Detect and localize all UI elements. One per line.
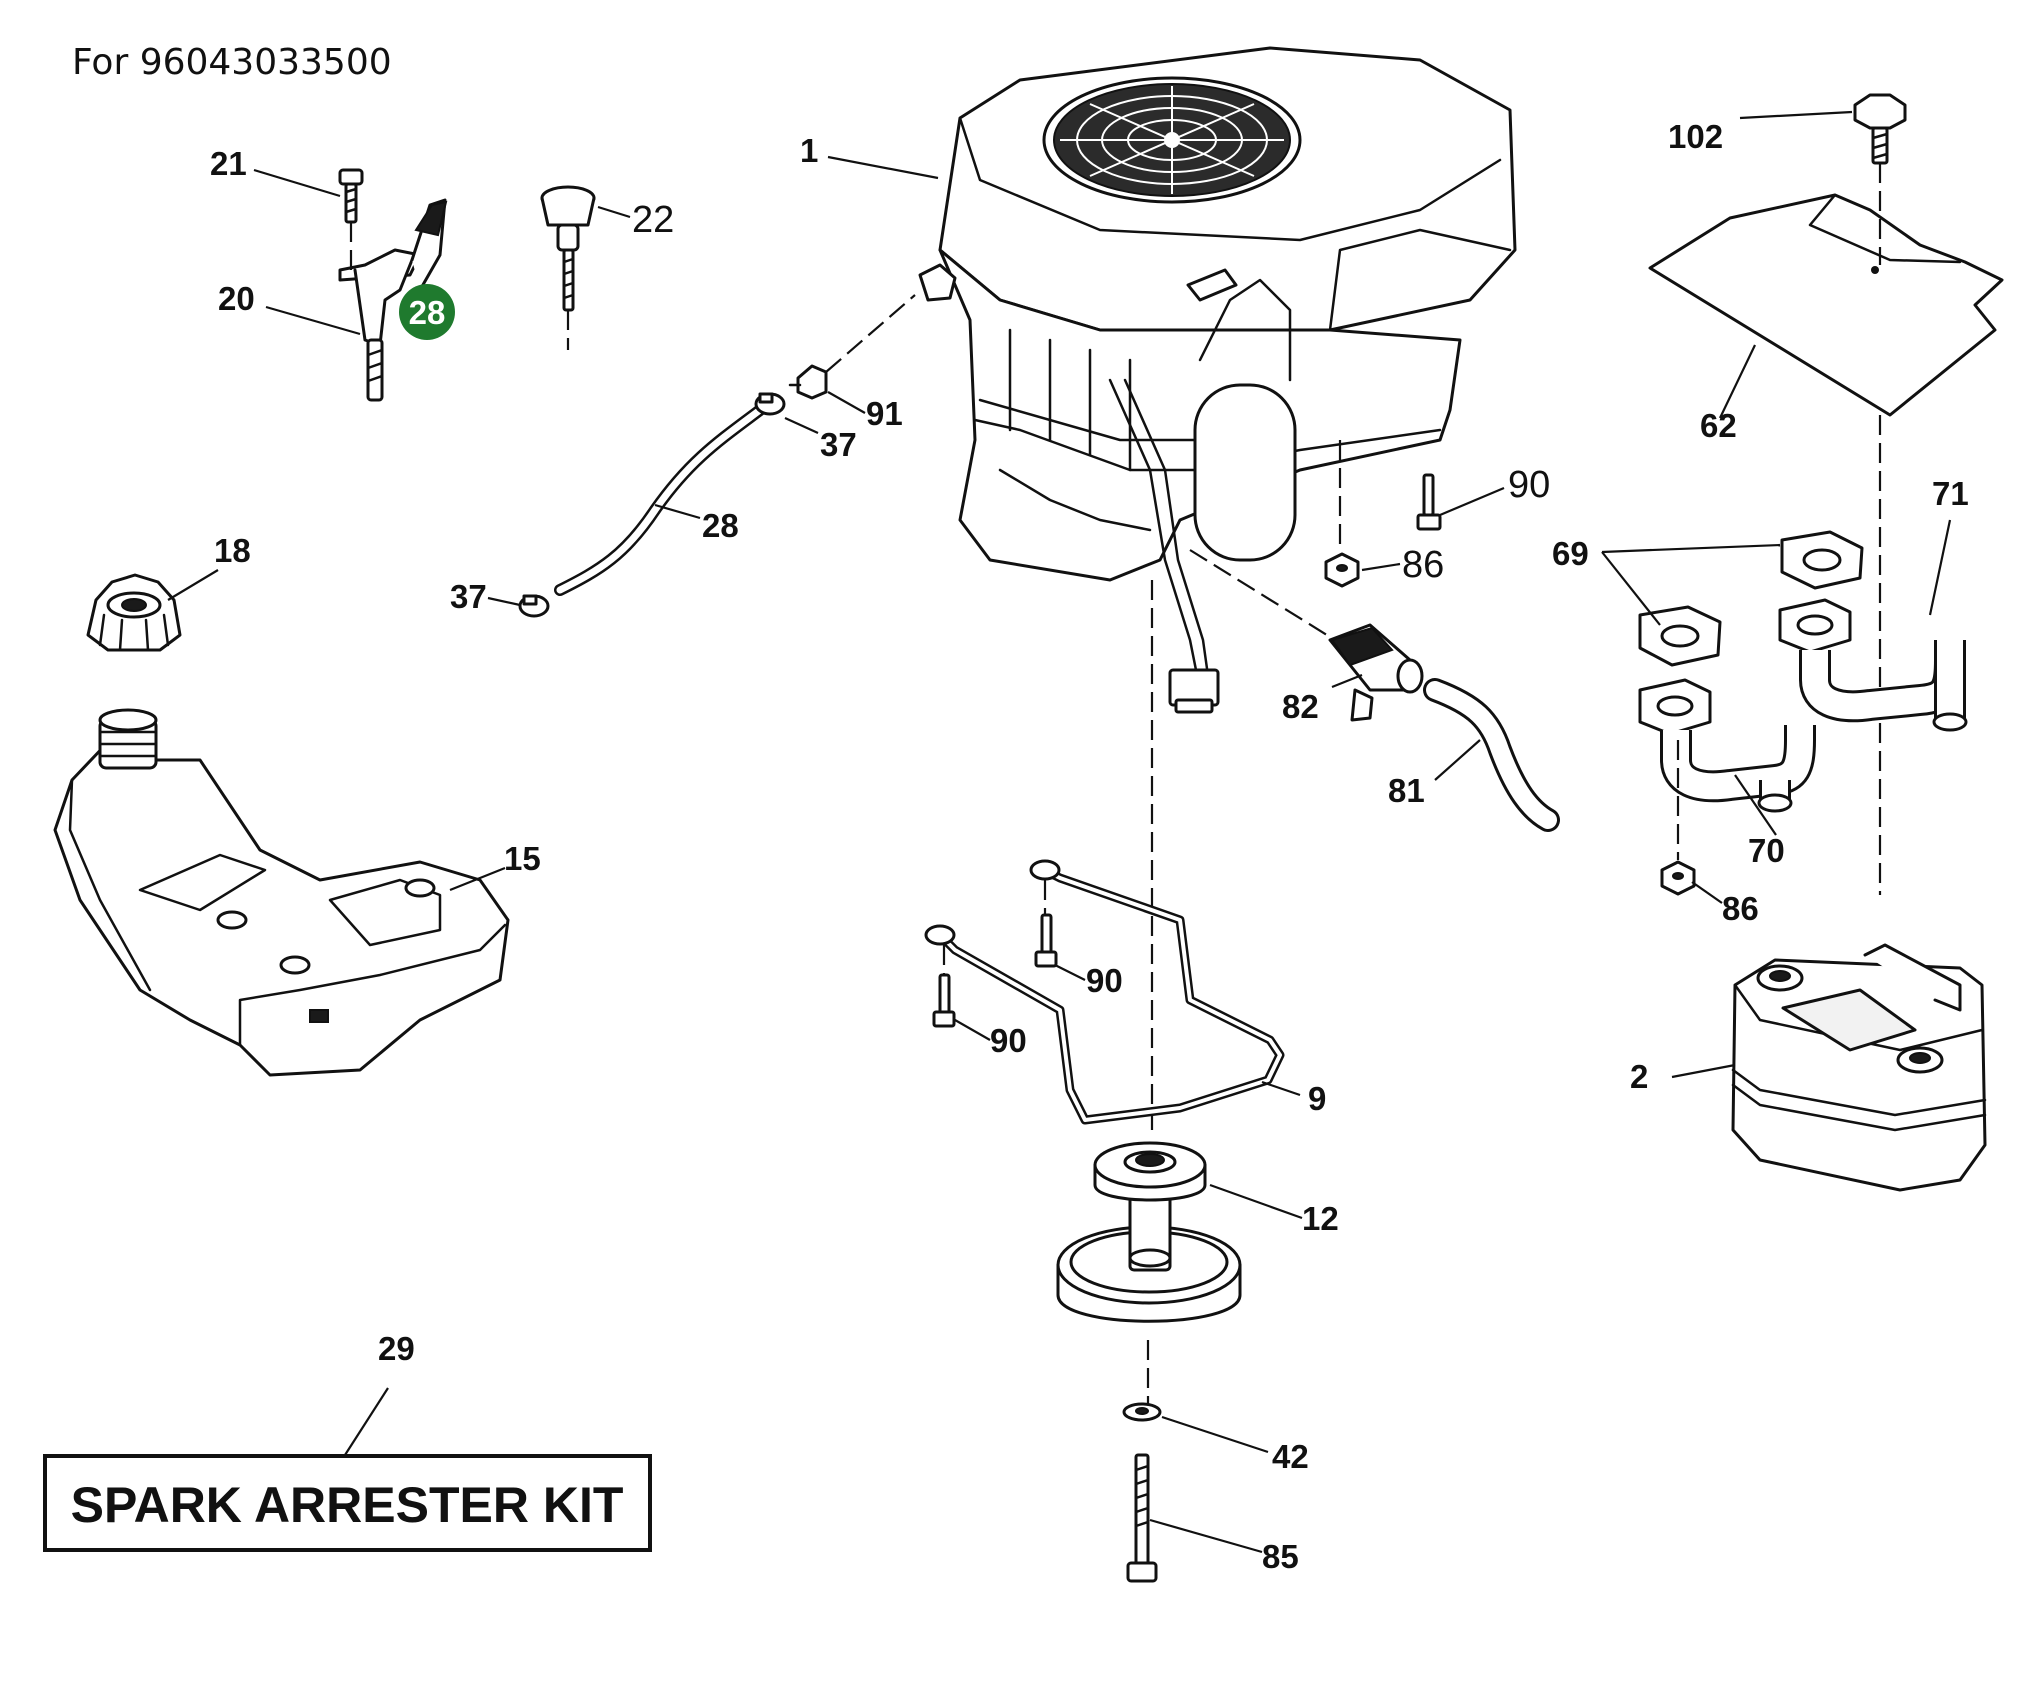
callout-37-top: 37 xyxy=(820,426,857,463)
callout-90-engine: 90 xyxy=(1508,464,1550,506)
callout-91: 91 xyxy=(866,395,903,432)
model-header: For 96043033500 xyxy=(72,42,392,83)
callout-29: 29 xyxy=(378,1330,415,1367)
highlight-badge[interactable]: 28 xyxy=(399,284,455,340)
throttle-lever-part[interactable] xyxy=(338,198,448,402)
leader-dash xyxy=(1189,549,1336,641)
nut-86a-part[interactable] xyxy=(1324,552,1360,588)
callout-1: 1 xyxy=(800,132,818,169)
callout-90-bracket-upper: 90 xyxy=(1086,962,1123,999)
callout-15: 15 xyxy=(504,840,541,877)
nut-86b-part[interactable] xyxy=(1660,860,1696,896)
hose-81-part[interactable] xyxy=(1423,678,1560,832)
muffler-2-part[interactable] xyxy=(1731,943,1987,1192)
callout-28: 28 xyxy=(702,507,739,544)
leader-dash xyxy=(825,294,916,373)
highlight-badge-circle xyxy=(399,284,455,340)
highlight-badge-label: 28 xyxy=(409,294,446,331)
plug-22-part[interactable] xyxy=(540,185,596,312)
pulley-12-part[interactable] xyxy=(1056,1141,1242,1323)
engine-part[interactable] xyxy=(918,46,1517,714)
callout-62: 62 xyxy=(1700,407,1737,444)
callout-69: 69 xyxy=(1552,535,1589,572)
callout-86-exhaust: 86 xyxy=(1722,890,1759,927)
callout-37-bottom: 37 xyxy=(450,578,487,615)
bolt-85-part[interactable] xyxy=(1126,1453,1158,1583)
gasket-69a-part[interactable] xyxy=(1780,530,1864,590)
bracket-9-part[interactable] xyxy=(924,859,1285,1125)
bolt-90b-part[interactable] xyxy=(932,973,956,1028)
gasket-69b-part[interactable] xyxy=(1638,605,1722,667)
callout-18: 18 xyxy=(214,532,251,569)
callout-81: 81 xyxy=(1388,772,1425,809)
fuel-line-part[interactable] xyxy=(554,404,766,596)
fuel-tank-part[interactable] xyxy=(53,708,510,1077)
washer-42-part[interactable] xyxy=(1122,1402,1162,1422)
gas-cap-part[interactable] xyxy=(86,573,182,652)
callout-22: 22 xyxy=(632,199,674,241)
callout-86-engine: 86 xyxy=(1402,544,1444,586)
callout-12: 12 xyxy=(1302,1200,1339,1237)
leader-lines xyxy=(167,110,1952,1554)
callout-82: 82 xyxy=(1282,688,1319,725)
spark-arrester-kit-box[interactable]: SPARK ARRESTER KIT xyxy=(43,1454,652,1552)
callout-90-bracket-lower: 90 xyxy=(990,1022,1027,1059)
spark-arrester-kit-label: SPARK ARRESTER KIT xyxy=(71,1477,624,1533)
exhaust-pipe-71-part[interactable] xyxy=(1778,598,1968,732)
callout-70: 70 xyxy=(1748,832,1785,869)
heat-shield-62-part[interactable] xyxy=(1648,193,2004,417)
bolt-90c-part[interactable] xyxy=(1416,473,1442,531)
callout-21: 21 xyxy=(210,145,247,182)
bolt-90a-part[interactable] xyxy=(1034,913,1058,968)
callout-102: 102 xyxy=(1668,118,1723,155)
callout-9: 9 xyxy=(1308,1080,1326,1117)
fuel-filter-91-part[interactable] xyxy=(788,364,828,400)
fitting-82-part[interactable] xyxy=(1328,623,1424,722)
clamp-37b-part[interactable] xyxy=(518,594,550,618)
callout-71: 71 xyxy=(1932,475,1969,512)
callout-20: 20 xyxy=(218,280,255,317)
callout-85: 85 xyxy=(1262,1538,1299,1575)
clamp-37a-part[interactable] xyxy=(754,392,786,416)
callout-42: 42 xyxy=(1272,1438,1309,1475)
callout-2: 2 xyxy=(1630,1058,1648,1095)
